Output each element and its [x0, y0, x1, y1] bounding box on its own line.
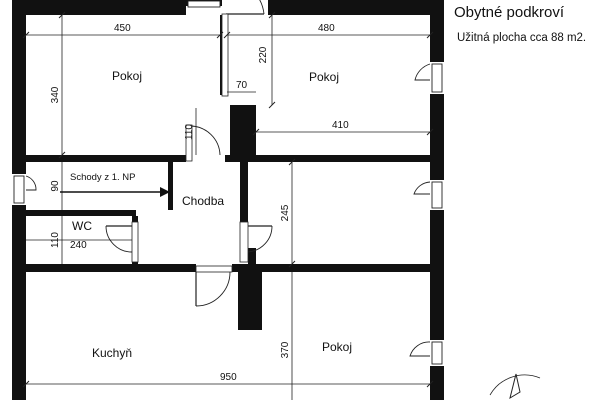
outer-wall-left-jog	[12, 168, 26, 174]
room-label-pokoj-top-left: Pokoj	[112, 69, 142, 83]
dim-label-370: 370	[280, 341, 291, 358]
outer-wall-right-4	[430, 366, 444, 400]
central-pillar-upper	[230, 105, 256, 155]
room-label-kitchen: Kuchyň	[92, 346, 132, 360]
door-kitchen-frame	[195, 265, 233, 273]
dim-label-450: 450	[114, 23, 131, 34]
window-left	[13, 175, 25, 204]
door-left-swing	[25, 175, 37, 191]
dim-label-410: 410	[332, 120, 349, 131]
dim-label-110-door: 110	[184, 124, 195, 140]
plan-title: Obytné podkroví	[454, 4, 565, 21]
outer-wall-right-1	[430, 0, 444, 62]
outer-wall-left-upper	[12, 0, 26, 168]
room-label-pokoj-bottom-right: Pokoj	[322, 340, 352, 354]
central-pillar-link	[248, 248, 256, 264]
wall-above-kitchen-right	[232, 264, 430, 272]
central-pillar-lower	[238, 272, 262, 330]
door-pokoj-tl-swing	[189, 125, 221, 156]
dim-label-245: 245	[280, 204, 291, 221]
window-right-2	[431, 181, 443, 209]
room-label-hallway: Chodba	[182, 194, 224, 208]
window-top	[187, 0, 221, 8]
door-right-2-swing	[413, 181, 431, 195]
outer-wall-right-2	[430, 94, 444, 180]
outer-wall-right-3	[430, 210, 444, 340]
wall-top-rooms-left	[26, 155, 186, 162]
door-top-swing	[259, 0, 265, 15]
outer-wall-top-left	[12, 0, 186, 15]
outer-wall-left-lower	[12, 205, 26, 400]
stairs-wall-right	[168, 162, 173, 210]
door-mid-frame	[239, 221, 249, 263]
doors	[25, 0, 431, 357]
door-pokoj-tl-frame	[185, 124, 193, 162]
dim-label-110-wc: 110	[50, 232, 61, 248]
wall-above-kitchen-left	[26, 264, 196, 272]
dim-label-950: 950	[220, 372, 237, 383]
dim-label-70: 70	[236, 80, 248, 91]
door-mid-swing	[247, 225, 273, 253]
door-right-1-swing	[414, 63, 431, 81]
hallway-wall-right	[240, 162, 248, 222]
room-label-wc: WC	[72, 219, 92, 233]
dim-label-480: 480	[318, 23, 335, 34]
dim-label-90: 90	[50, 180, 61, 192]
door-wc-frame	[131, 221, 139, 263]
window-right-3	[431, 341, 443, 365]
room-label-pokoj-top-right: Pokoj	[309, 70, 339, 84]
door-kitchen-swing	[195, 271, 231, 307]
plan-subtitle: Užitná plocha cca 88 m2.	[457, 32, 587, 44]
dim-label-220: 220	[258, 46, 269, 63]
outer-wall-top-right	[268, 0, 444, 15]
door-wc-swing	[105, 225, 133, 253]
wall-top-rooms-right	[225, 155, 430, 162]
stairs-arrow	[60, 187, 170, 197]
dimension-lines	[22, 11, 434, 400]
room-label-stairs: Schody z 1. NP	[70, 172, 135, 183]
north-arrow-icon	[489, 373, 541, 400]
windows	[13, 0, 443, 365]
door-right-3-swing	[409, 341, 431, 357]
dim-label-340: 340	[50, 86, 61, 103]
window-right-1	[431, 63, 443, 93]
wc-top-wall	[26, 210, 136, 216]
door-frame-central	[221, 13, 229, 97]
dim-label-240: 240	[70, 240, 87, 251]
